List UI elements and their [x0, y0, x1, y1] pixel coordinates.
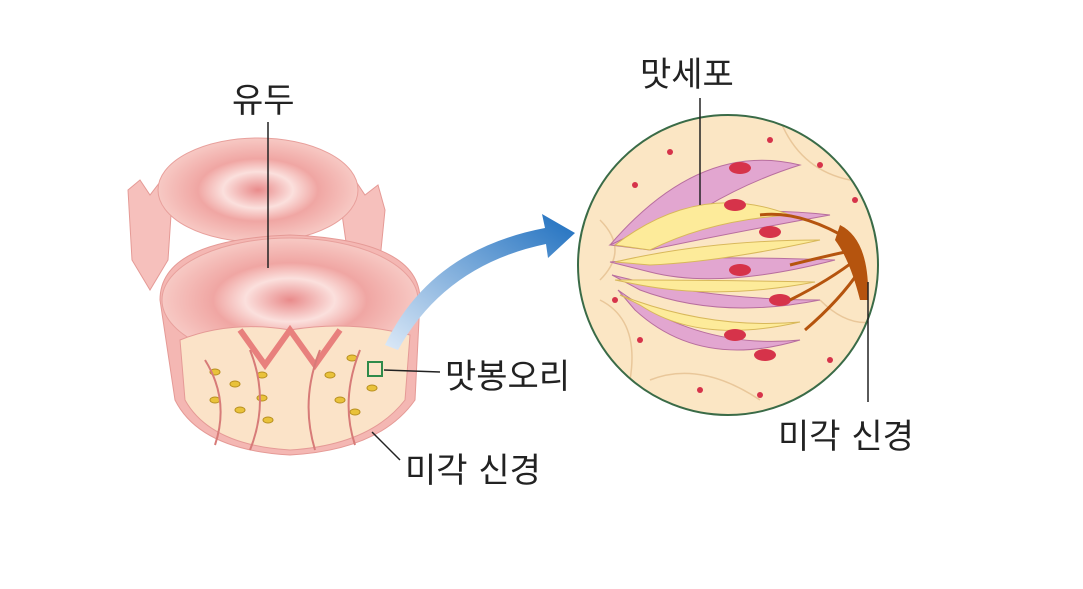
label-papilla: 유두: [232, 81, 295, 121]
taste-bud-marker: [367, 361, 383, 377]
magnify-arrow: [385, 214, 575, 350]
label-taste-cell: 맛세포: [640, 55, 734, 95]
label-taste-nerve-left: 미각 신경: [405, 451, 541, 491]
leader-lines: [267, 98, 869, 461]
magnify-circle-border: [577, 114, 879, 416]
magnified-taste-bud: [577, 114, 879, 416]
label-taste-nerve-right: 미각 신경: [778, 417, 914, 457]
label-taste-bud: 맛봉오리: [445, 357, 570, 397]
papilla-illustration: [127, 137, 421, 456]
